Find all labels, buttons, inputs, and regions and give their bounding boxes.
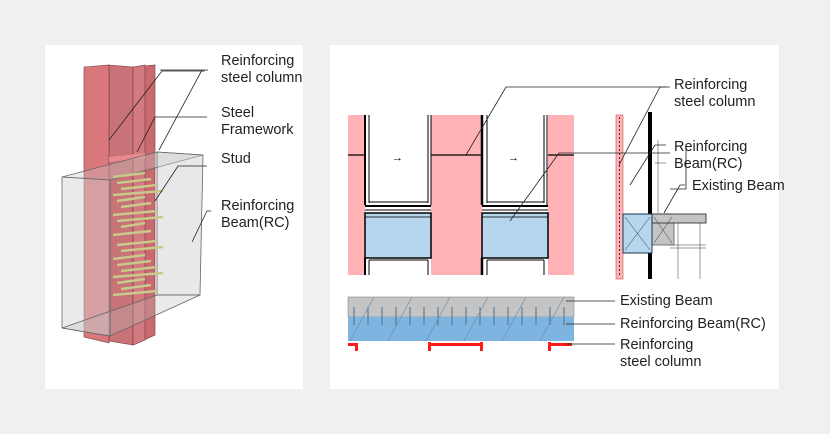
steel-column-front-flange (83, 64, 110, 344)
leader-line (191, 210, 211, 243)
stud (116, 277, 146, 285)
plan-studs-group (349, 296, 565, 342)
label-plan-reinforcing-beam: Reinforcing Beam(RC) (620, 316, 766, 332)
label-section-existing-beam: Existing Beam (692, 178, 785, 195)
label-line: steel column (620, 354, 702, 370)
elevation-section-plan-panel: → → Reinforcing steel column Reinforcing… (330, 45, 785, 389)
stud (120, 221, 146, 229)
rc-beam-bottom-face (61, 294, 201, 337)
label-section-reinforcing-steel-column: Reinforcing steel column (674, 77, 755, 111)
stud (112, 209, 158, 217)
rc-beam-elevation (364, 212, 432, 259)
label-plan-existing-beam: Existing Beam (620, 293, 713, 309)
rc-beam-front-face (61, 176, 111, 337)
leader-line (108, 70, 205, 141)
label-line: Framework (221, 122, 294, 138)
label-line: Reinforcing (620, 337, 694, 353)
steel-framework-top (109, 153, 145, 162)
stud (112, 229, 152, 237)
leader-line (663, 184, 685, 214)
label-stud: Stud (221, 151, 251, 168)
stud (112, 253, 146, 261)
existing-wall-section (648, 112, 652, 279)
steel-column-flange-plan (428, 343, 483, 346)
stud (112, 289, 158, 297)
label-line: steel column (221, 70, 303, 86)
leader-line (465, 86, 670, 156)
steel-column-elevation (548, 115, 574, 275)
stud (116, 177, 152, 185)
label-line: Reinforcing (674, 77, 748, 93)
label-reinforcing-beam: Reinforcing Beam(RC) (221, 198, 294, 232)
stud (112, 271, 164, 279)
stud (120, 245, 164, 253)
studs-group (112, 171, 164, 297)
window-arrow-icon: → (392, 152, 403, 164)
label-line: steel column (674, 94, 756, 110)
label-line: Beam(RC) (221, 215, 290, 231)
label-steel-framework: Steel Framework (221, 105, 294, 139)
label-line: Stud (221, 151, 251, 167)
steel-column-flange-plan (348, 343, 358, 346)
label-plan-reinforcing-steel-column: Reinforcing steel column (620, 337, 701, 371)
stud (120, 265, 158, 273)
steel-column-elevation (431, 115, 482, 275)
leader-line (629, 144, 666, 186)
label-line: Existing Beam (692, 178, 785, 194)
stud (120, 201, 152, 209)
hatch-line (539, 296, 565, 342)
stud (116, 239, 158, 247)
stud (120, 283, 152, 291)
leader-line (158, 69, 208, 151)
window-arrow-icon: → (508, 152, 519, 164)
label-line: Steel (221, 105, 255, 121)
hatch-line (425, 296, 451, 342)
existing-slab-section (651, 213, 707, 224)
label-line: Reinforcing (674, 139, 748, 155)
label-line: Reinforcing (221, 53, 295, 69)
hatch-line (501, 296, 527, 342)
steel-column-elevation (348, 115, 365, 275)
label-section-reinforcing-beam: Reinforcing Beam(RC) (674, 139, 747, 173)
stud (116, 195, 146, 203)
leader-line (154, 165, 207, 202)
steel-column-flange-plan (548, 343, 572, 346)
leader-line (670, 145, 687, 190)
leader-line (136, 116, 207, 153)
rc-beam-right-face (156, 151, 204, 296)
leader-line (618, 86, 666, 166)
isometric-view-panel: Reinforcing steel column Steel Framework… (45, 45, 303, 389)
stud (120, 183, 158, 191)
stud (112, 189, 164, 197)
label-line: Beam(RC) (674, 156, 743, 172)
label-line: Reinforcing (221, 198, 295, 214)
steel-columns-plan (348, 342, 572, 351)
stud (112, 171, 146, 179)
stud (116, 259, 152, 267)
stud (116, 215, 164, 223)
technical-drawing: → → (347, 86, 707, 351)
hatch-line (387, 296, 413, 342)
isometric-drawing (61, 64, 211, 346)
leader-line (509, 152, 670, 222)
hatch-line (349, 296, 375, 342)
hatch-line (463, 296, 489, 342)
label-reinforcing-steel-column: Reinforcing steel column (221, 53, 302, 87)
rc-beam-elevation (481, 212, 549, 259)
